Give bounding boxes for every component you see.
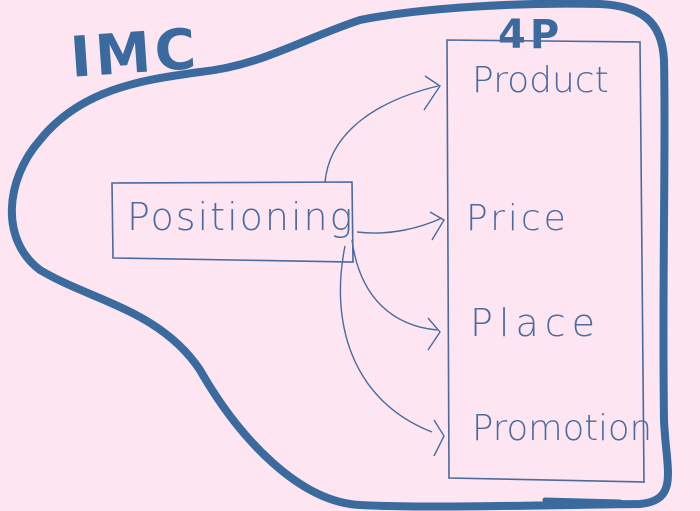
four-p-box xyxy=(446,39,645,483)
four-p-title: 4P xyxy=(498,12,563,58)
product-label: Product xyxy=(472,60,609,101)
arrow-to-place xyxy=(351,239,438,331)
imc-title: IMC xyxy=(68,17,202,91)
arrowhead-promotion-icon xyxy=(433,419,445,457)
arrow-to-promotion xyxy=(339,245,433,433)
arrow-to-product xyxy=(324,85,439,183)
arrowhead-place-icon xyxy=(427,317,441,351)
positioning-label: Positioning xyxy=(127,195,354,239)
arrow-to-price xyxy=(356,217,443,234)
promotion-label: Promotion xyxy=(472,408,652,449)
imc-outline xyxy=(7,0,672,511)
imc-outline-accent xyxy=(542,497,623,505)
place-label: Place xyxy=(470,301,601,345)
positioning-box xyxy=(111,181,354,263)
arrowhead-product-icon xyxy=(423,75,441,111)
price-label: Price xyxy=(466,198,569,239)
arrowhead-price-icon xyxy=(429,211,445,241)
